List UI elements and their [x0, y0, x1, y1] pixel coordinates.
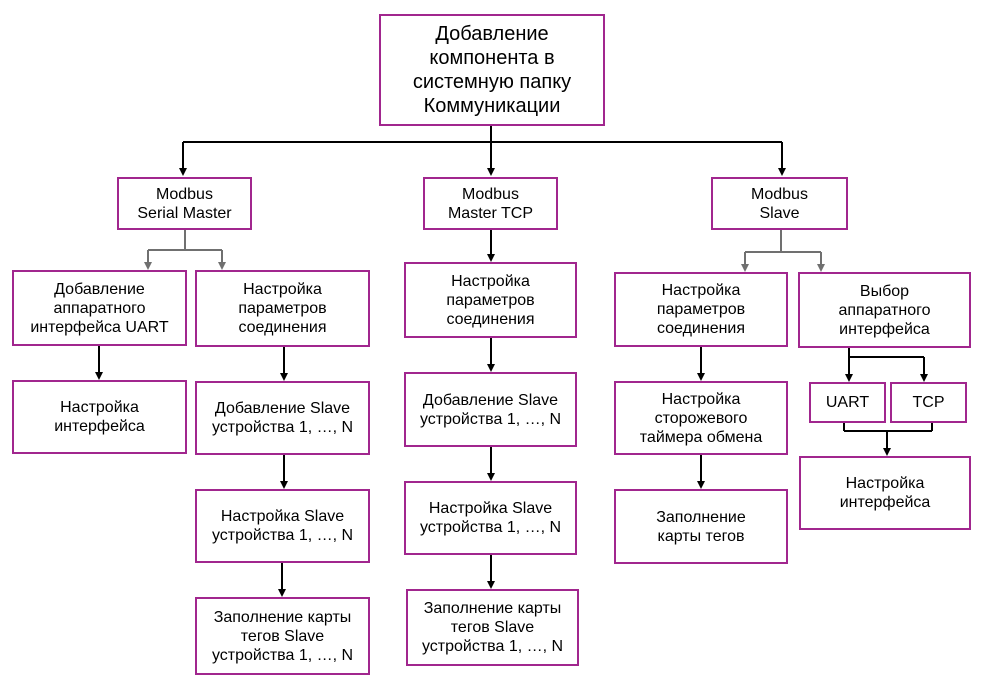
serial-fill-tag-map-label: Заполнение карты тегов Slave устройства …	[211, 608, 354, 664]
tcp-connection-params-label: Настройка параметров соединения	[446, 272, 535, 328]
tcp-add-slave-label: Добавление Slave устройства 1, …, N	[419, 391, 562, 428]
tcp-add-slave-node: Добавление Slave устройства 1, …, N	[404, 372, 577, 447]
root-branch-lines	[179, 126, 786, 176]
serial-connection-params-label: Настройка параметров соединения	[238, 281, 327, 336]
tcp-setup-slave-label: Настройка Slave устройства 1, …, N	[419, 500, 562, 536]
slave-split-lines	[741, 230, 825, 272]
slave-fill-tag-map-node: Заполнение карты тегов	[614, 489, 788, 564]
slave-interface-setup-node: Настройка интерфейса	[799, 456, 971, 530]
serial-add-slave-node: Добавление Slave устройства 1, …, N	[195, 381, 370, 455]
slave-fill-tag-map-label: Заполнение карты тегов	[656, 508, 746, 545]
serial-interface-setup-node: Настройка интерфейса	[12, 380, 187, 454]
serial-interface-setup-label: Настройка интерфейса	[54, 399, 145, 435]
modbus-master-tcp-label: Modbus Master TCP	[447, 185, 534, 222]
tcp-fill-tag-map-node: Заполнение карты тегов Slave устройства …	[406, 589, 579, 666]
serial-connection-params-node: Настройка параметров соединения	[195, 270, 370, 347]
tcp-connection-params-node: Настройка параметров соединения	[404, 262, 577, 338]
serial-add-uart-label: Добавление аппаратного интерфейса UART	[30, 280, 169, 336]
modbus-slave-label: Modbus Slave	[751, 185, 808, 222]
modbus-master-tcp-node: Modbus Master TCP	[423, 177, 558, 230]
slave-tcp-label: TCP	[912, 394, 945, 411]
serial-master-split-lines	[144, 230, 226, 270]
slave-uart-label: UART	[825, 394, 870, 411]
slave-select-interface-label: Выбор аппаратного интерфейса	[838, 282, 931, 338]
tcp-fill-tag-map-label: Заполнение карты тегов Slave устройства …	[421, 600, 564, 655]
serial-setup-slave-label: Настройка Slave устройства 1, …, N	[211, 508, 354, 544]
slave-select-interface-node: Выбор аппаратного интерфейса	[798, 272, 971, 348]
modbus-slave-node: Modbus Slave	[711, 177, 848, 230]
slave-tcp-node: TCP	[890, 382, 967, 423]
serial-add-slave-label: Добавление Slave устройства 1, …, N	[211, 400, 354, 436]
slave-watchdog-node: Настройка сторожевого таймера обмена	[614, 381, 788, 455]
serial-setup-slave-node: Настройка Slave устройства 1, …, N	[195, 489, 370, 563]
serial-add-uart-node: Добавление аппаратного интерфейса UART	[12, 270, 187, 346]
modbus-serial-master-node: Modbus Serial Master	[117, 177, 252, 230]
slave-watchdog-label: Настройка сторожевого таймера обмена	[639, 390, 763, 446]
chain-arrows	[95, 230, 933, 597]
serial-fill-tag-map-node: Заполнение карты тегов Slave устройства …	[195, 597, 370, 675]
root-node-add-component: Добавление компонента в системную папку …	[379, 14, 605, 126]
tcp-setup-slave-node: Настройка Slave устройства 1, …, N	[404, 481, 577, 555]
modbus-serial-master-label: Modbus Serial Master	[137, 185, 232, 222]
slave-connection-params-label: Настройка параметров соединения	[656, 282, 746, 337]
root-node-label: Добавление компонента в системную папку …	[412, 23, 572, 117]
slave-uart-node: UART	[809, 382, 886, 423]
slave-connection-params-node: Настройка параметров соединения	[614, 272, 788, 347]
slave-interface-setup-label: Настройка интерфейса	[839, 475, 931, 511]
